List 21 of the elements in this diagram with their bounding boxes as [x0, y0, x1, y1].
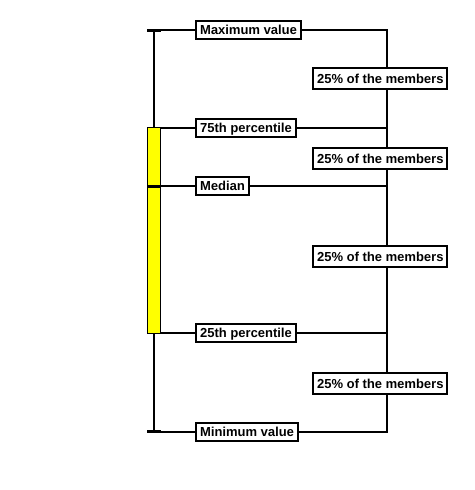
- lower-whisker: [147, 334, 161, 433]
- connector-line: [250, 185, 388, 245]
- callout-label: 75th percentile: [195, 118, 297, 138]
- connector-line: [302, 29, 388, 67]
- callout-label: 25th percentile: [195, 323, 297, 343]
- leader-line: [161, 185, 195, 187]
- callout-label: Minimum value: [195, 422, 299, 442]
- leader-line: [161, 127, 195, 129]
- leader-line: [161, 29, 195, 31]
- percentage-label: 25% of the members: [312, 147, 448, 170]
- percentage-label: 25% of the members: [312, 67, 448, 90]
- percentage-label: 25% of the members: [312, 245, 448, 268]
- leader-line: [161, 332, 195, 334]
- interquartile-box: [147, 127, 161, 334]
- connector-line: [298, 395, 388, 433]
- callout-label: Median: [195, 176, 250, 196]
- leader-line: [161, 431, 195, 433]
- connector-line: [296, 127, 388, 147]
- percentage-label: 25% of the members: [312, 372, 448, 395]
- callout-label: Maximum value: [195, 20, 302, 40]
- upper-whisker: [147, 29, 161, 127]
